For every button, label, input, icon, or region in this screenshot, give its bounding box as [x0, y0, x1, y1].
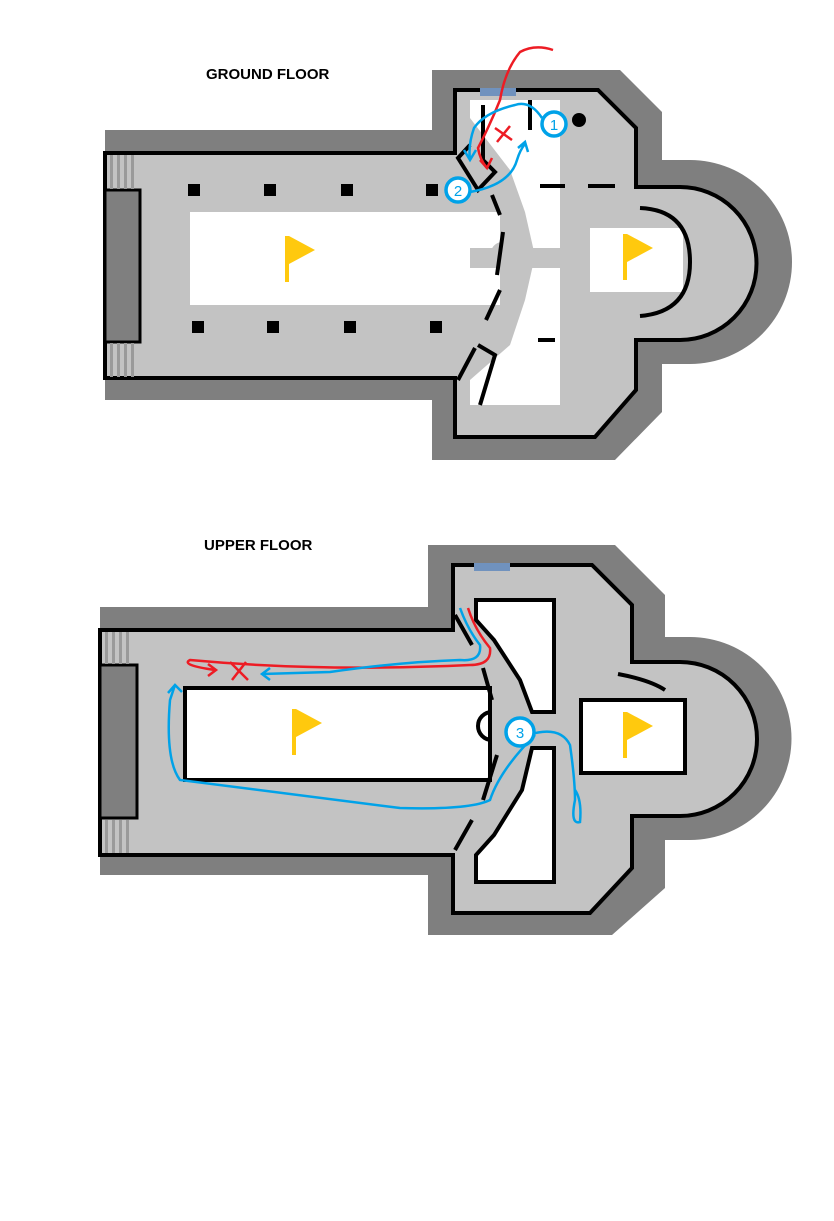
red-route — [476, 46, 554, 169]
svg-text:3: 3 — [516, 725, 524, 742]
ground-floor-title: GROUND FLOOR — [206, 66, 330, 83]
upper-floor-title: UPPER FLOOR — [204, 537, 313, 554]
upper-floor-plan: 3 — [98, 545, 792, 935]
svg-text:1: 1 — [550, 117, 558, 134]
marker-2: 2 — [444, 176, 472, 204]
cross-mark-icon — [494, 125, 513, 143]
ground-floor-plan: 1 2 — [103, 46, 792, 460]
blue-route — [462, 102, 544, 163]
blue-route — [259, 607, 482, 681]
marker-3: 3 — [504, 716, 536, 748]
red-route — [186, 607, 492, 672]
svg-text:2: 2 — [454, 183, 462, 200]
cross-mark-icon — [229, 661, 249, 681]
marker-1: 1 — [540, 110, 568, 138]
